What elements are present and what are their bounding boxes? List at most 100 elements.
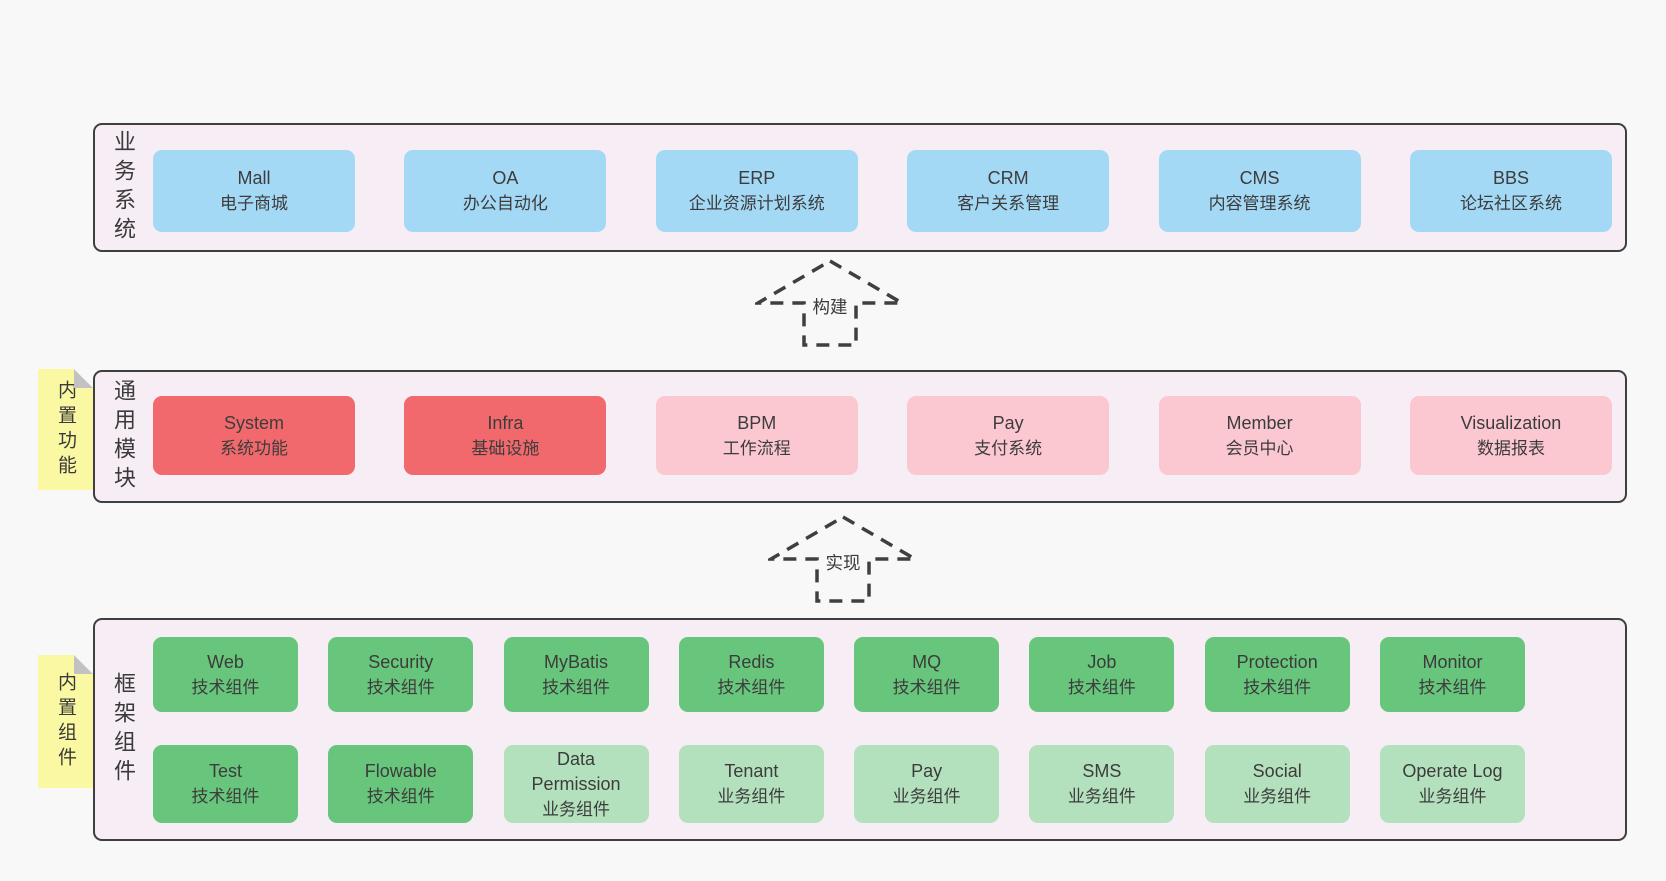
box-title: MQ — [912, 651, 942, 672]
box-title: BBS — [1492, 168, 1529, 188]
box-tenant: Tenant 业务组件 — [678, 745, 824, 823]
layer-side-label-text: 框架组件 — [111, 671, 136, 788]
box-mall: Mall 电子商城 — [153, 150, 355, 232]
box-subtitle: 内容管理系统 — [1208, 194, 1311, 213]
box-subtitle: 企业资源计划系统 — [688, 194, 825, 213]
box-subtitle: 业务组件 — [1418, 787, 1487, 806]
box-monitor: Monitor 技术组件 — [1379, 637, 1525, 712]
box-subtitle: 技术组件 — [1243, 677, 1312, 697]
box-oa: OA 办公自动化 — [404, 150, 607, 232]
dashed-up-arrow-icon — [755, 258, 905, 347]
layer-side-label-framework: 框架组件 — [95, 620, 151, 839]
box-subtitle: 技术组件 — [892, 677, 961, 697]
box-job: Job 技术组件 — [1029, 637, 1175, 712]
box-title: Job — [1087, 651, 1117, 672]
box-erp: ERP 企业资源计划系统 — [655, 150, 858, 232]
box-bpm: BPM 工作流程 — [655, 396, 858, 475]
layer-side-label-modules: 通用模块 — [95, 372, 151, 501]
box-subtitle: 技术组件 — [366, 677, 435, 697]
box-title: Tenant — [724, 761, 779, 781]
box-subtitle: 技术组件 — [191, 787, 260, 806]
box-subtitle: 业务组件 — [1243, 787, 1312, 806]
box-web: Web 技术组件 — [153, 637, 298, 712]
arrow-implement: 实现 — [768, 514, 918, 604]
box-subtitle: 技术组件 — [191, 677, 260, 697]
sticky-note-builtin-components: 内置组件 — [38, 655, 93, 788]
layer-side-label-text: 通用模块 — [111, 378, 136, 495]
sticky-note-text: 内置组件 — [55, 671, 76, 772]
layer-side-label-text: 业务系统 — [111, 129, 136, 246]
box-social: Social 业务组件 — [1204, 745, 1350, 823]
box-subtitle: 技术组件 — [542, 677, 611, 697]
box-subtitle: 会员中心 — [1225, 438, 1294, 458]
box-title: CRM — [987, 168, 1029, 188]
box-subtitle: 工作流程 — [722, 438, 791, 458]
box-title: Pay — [911, 761, 943, 781]
box-data-permission: Data Permission 业务组件 — [503, 745, 649, 823]
box-title: Operate Log — [1402, 761, 1503, 781]
box-title: Monitor — [1422, 651, 1483, 672]
box-title: SMS — [1082, 761, 1122, 781]
box-subtitle: 技术组件 — [1418, 677, 1487, 697]
box-title: ERP — [738, 168, 776, 188]
box-subtitle: 技术组件 — [717, 677, 786, 697]
sticky-note-text: 内置功能 — [55, 379, 76, 480]
box-subtitle: 业务组件 — [717, 787, 786, 806]
box-title: Social — [1252, 761, 1302, 781]
box-title: Test — [208, 761, 242, 781]
box-subtitle: 业务组件 — [542, 799, 611, 819]
box-title: OA — [492, 168, 519, 188]
box-title: Web — [207, 651, 244, 672]
box-subtitle: 技术组件 — [366, 787, 435, 806]
box-title: Protection — [1236, 651, 1318, 672]
box-title: Pay — [992, 412, 1024, 433]
box-protection: Protection 技术组件 — [1204, 637, 1350, 712]
layer-side-label-business: 业务系统 — [95, 125, 151, 250]
box-subtitle: 业务组件 — [892, 787, 961, 806]
arrow-label: 实现 — [822, 550, 864, 575]
box-title: Data Permission — [531, 748, 621, 794]
box-redis: Redis 技术组件 — [678, 637, 824, 712]
box-infra: Infra 基础设施 — [404, 396, 607, 475]
box-title: CMS — [1239, 168, 1280, 188]
box-mybatis: MyBatis 技术组件 — [503, 637, 649, 712]
folded-corner-icon — [74, 369, 93, 388]
box-title: Security — [368, 651, 434, 672]
box-operate-log: Operate Log 业务组件 — [1379, 745, 1525, 823]
box-subtitle: 业务组件 — [1067, 787, 1136, 806]
box-subtitle: 电子商城 — [220, 194, 288, 213]
box-subtitle: 支付系统 — [974, 438, 1043, 458]
box-sms: SMS 业务组件 — [1029, 745, 1175, 823]
box-title: Redis — [728, 651, 775, 672]
box-title: BPM — [737, 412, 777, 433]
box-pay: Pay 业务组件 — [854, 745, 1000, 823]
sticky-note-builtin-features: 内置功能 — [38, 369, 93, 490]
box-member: Member 会员中心 — [1158, 396, 1361, 475]
box-title: Mall — [237, 168, 271, 188]
box-mq: MQ 技术组件 — [854, 637, 1000, 712]
box-title: Member — [1226, 412, 1293, 433]
box-cms: CMS 内容管理系统 — [1158, 150, 1361, 232]
box-title: System — [223, 412, 284, 433]
box-title: Visualization — [1460, 412, 1562, 433]
box-title: Infra — [487, 412, 524, 433]
box-pay: Pay 支付系统 — [907, 396, 1110, 475]
box-title: MyBatis — [544, 651, 609, 672]
dashed-up-arrow-icon — [768, 514, 918, 603]
box-subtitle: 办公自动化 — [462, 194, 548, 213]
box-subtitle: 技术组件 — [1067, 677, 1136, 697]
box-subtitle: 基础设施 — [471, 438, 540, 458]
folded-corner-icon — [74, 655, 93, 674]
